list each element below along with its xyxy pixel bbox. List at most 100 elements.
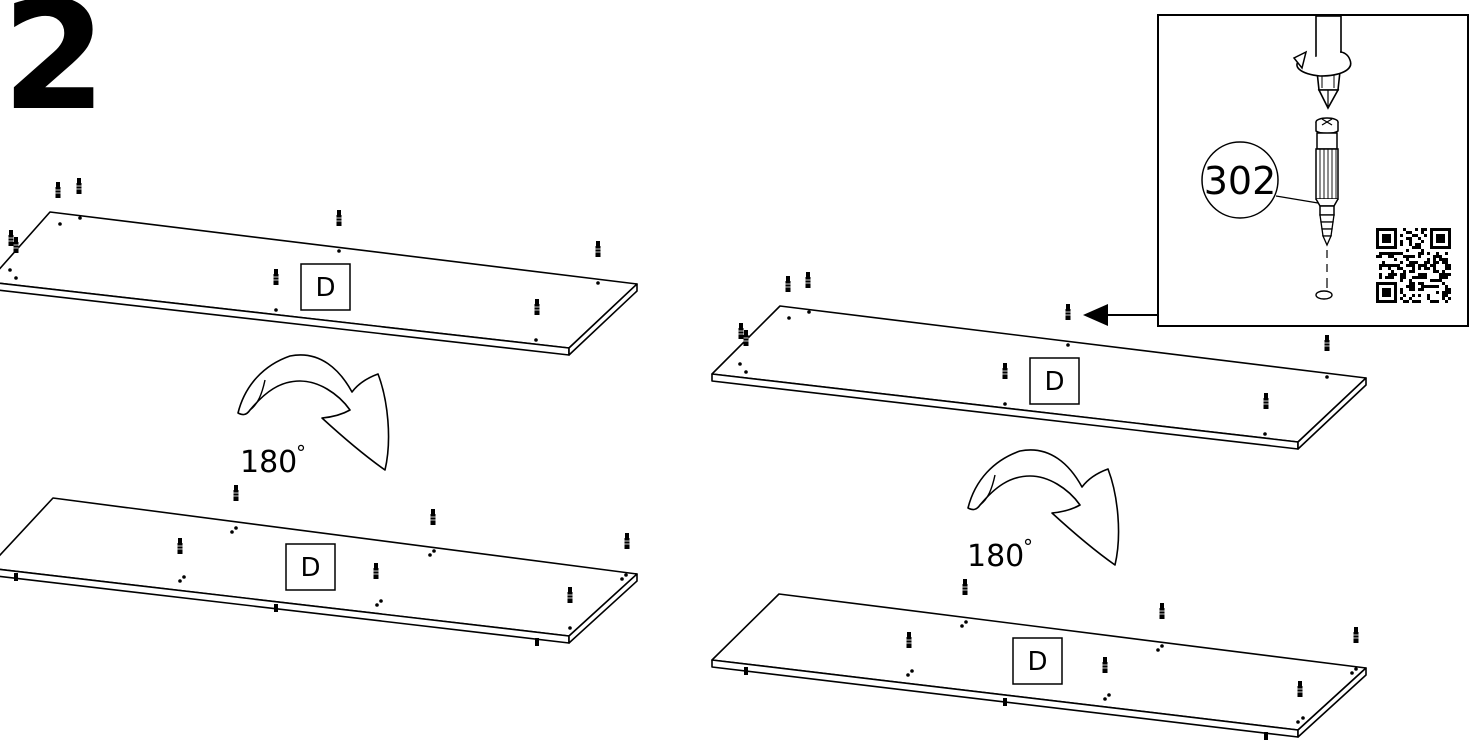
panel-label: D — [1027, 647, 1047, 677]
qr-module — [1442, 276, 1445, 279]
qr-module — [1436, 234, 1439, 237]
qr-module — [1388, 237, 1391, 240]
qr-module — [1442, 234, 1445, 237]
qr-module — [1421, 249, 1424, 252]
qr-module — [1394, 246, 1397, 249]
qr-module — [1403, 273, 1406, 276]
qr-module — [1448, 243, 1451, 246]
qr-module — [1385, 240, 1388, 243]
qr-module — [1394, 291, 1397, 294]
qr-module — [1406, 249, 1409, 252]
rotation-unit: ° — [1023, 535, 1033, 559]
qr-module — [1376, 246, 1379, 249]
dowel-icon — [567, 586, 573, 604]
qr-module — [1379, 264, 1382, 267]
qr-module — [1421, 288, 1424, 291]
dowel-icon — [1264, 732, 1268, 740]
qr-module — [1388, 300, 1391, 303]
qr-module — [1448, 297, 1451, 300]
qr-module — [1397, 264, 1400, 267]
dowel-icon — [273, 268, 279, 286]
qr-module — [1403, 228, 1406, 231]
dowel-icon — [1353, 626, 1359, 644]
qr-module — [1385, 291, 1388, 294]
qr-module — [1409, 270, 1412, 273]
qr-module — [1427, 294, 1430, 297]
qr-module — [1448, 246, 1451, 249]
qr-module — [1385, 288, 1388, 291]
qr-module — [1379, 282, 1382, 285]
qr-module — [1418, 264, 1421, 267]
rotate-arrow-icon — [237, 354, 390, 471]
qr-module — [1424, 273, 1427, 276]
qr-module — [1439, 279, 1442, 282]
qr-module — [1376, 255, 1379, 258]
qr-module — [1391, 228, 1394, 231]
qr-module — [1421, 240, 1424, 243]
qr-module — [1394, 240, 1397, 243]
qr-module — [1439, 258, 1442, 261]
qr-module — [1379, 246, 1382, 249]
qr-module — [1430, 237, 1433, 240]
qr-module — [1421, 228, 1424, 231]
qr-module — [1448, 267, 1451, 270]
qr-module — [1436, 261, 1439, 264]
qr-module — [1445, 228, 1448, 231]
qr-module — [1433, 258, 1436, 261]
qr-module — [1394, 294, 1397, 297]
qr-module — [1412, 246, 1415, 249]
qr-module — [1409, 261, 1412, 264]
qr-module — [1403, 276, 1406, 279]
qr-module — [1424, 276, 1427, 279]
qr-module — [1418, 294, 1421, 297]
qr-module — [1388, 246, 1391, 249]
qr-module — [1379, 273, 1382, 276]
qr-module — [1445, 276, 1448, 279]
qr-module — [1394, 231, 1397, 234]
qr-module — [1406, 237, 1409, 240]
qr-module — [1445, 294, 1448, 297]
qr-module — [1391, 252, 1394, 255]
qr-module — [1433, 246, 1436, 249]
qr-module — [1409, 237, 1412, 240]
dowel-icon — [785, 275, 791, 293]
qr-module — [1445, 285, 1448, 288]
qr-module — [1403, 294, 1406, 297]
qr-module — [1388, 294, 1391, 297]
dowel-icon — [1102, 656, 1108, 674]
panel-label: D — [315, 273, 335, 303]
qr-module — [1406, 255, 1409, 258]
qr-module — [1418, 252, 1421, 255]
dowel-icon — [13, 236, 19, 254]
qr-module — [1445, 261, 1448, 264]
qr-module — [1385, 282, 1388, 285]
qr-module — [1412, 264, 1415, 267]
qr-module — [1421, 276, 1424, 279]
qr-module — [1412, 282, 1415, 285]
qr-module — [1403, 255, 1406, 258]
qr-module — [1427, 285, 1430, 288]
qr-module — [1379, 255, 1382, 258]
qr-module — [1445, 288, 1448, 291]
qr-module — [1442, 297, 1445, 300]
qr-module — [1376, 237, 1379, 240]
qr-module — [1394, 273, 1397, 276]
qr-module — [1406, 231, 1409, 234]
qr-module — [1409, 279, 1412, 282]
qr-module — [1436, 252, 1439, 255]
qr-module — [1439, 240, 1442, 243]
qr-module — [1418, 267, 1421, 270]
qr-module — [1436, 228, 1439, 231]
qr-module — [1436, 246, 1439, 249]
qr-module — [1433, 255, 1436, 258]
qr-module — [1376, 291, 1379, 294]
qr-code-icon — [1376, 228, 1451, 303]
qr-module — [1409, 264, 1412, 267]
qr-module — [1376, 288, 1379, 291]
qr-module — [1436, 300, 1439, 303]
qr-module — [1421, 252, 1424, 255]
qr-module — [1418, 276, 1421, 279]
qr-module — [1394, 282, 1397, 285]
qr-module — [1418, 246, 1421, 249]
qr-module — [1409, 282, 1412, 285]
